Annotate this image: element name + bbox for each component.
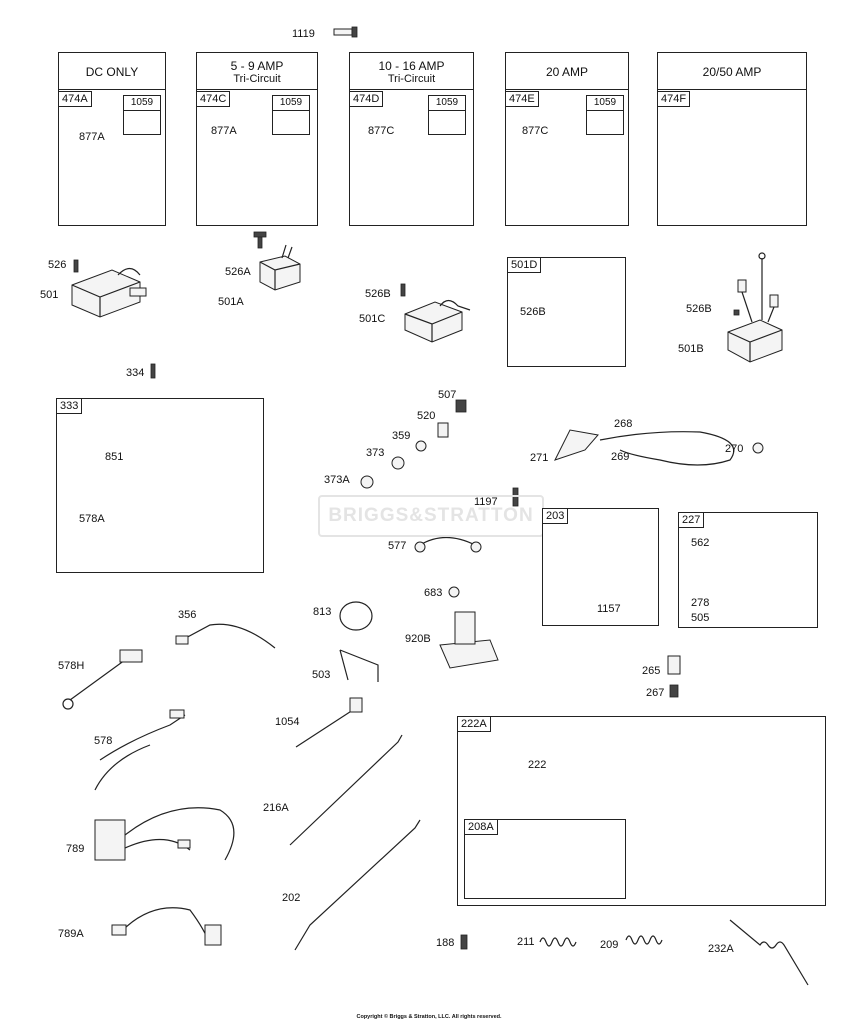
panel-208A-tag: 208A — [464, 819, 498, 835]
regulator-501-drawing — [71, 259, 147, 318]
part-label-578: 578 — [94, 735, 113, 747]
part-label-1054: 1054 — [275, 716, 300, 728]
part-label-877A: 877A — [211, 125, 237, 137]
part-label-373: 373 — [366, 447, 385, 459]
part-label-356: 356 — [178, 609, 197, 621]
springs-drawing — [460, 919, 809, 986]
brand-watermark: BRIGGS&STRATTON — [318, 495, 544, 537]
panel-474C: 5 - 9 AMP Tri-Circuit 474C 1059 877A — [196, 52, 318, 226]
part-label-278: 278 — [691, 597, 710, 609]
part-label-270: 270 — [725, 443, 744, 455]
fastener-box-474A: 1059 — [123, 95, 161, 135]
panel-227: 227 562 278 505 — [678, 512, 818, 628]
part-label-1119: 1119 — [292, 28, 315, 40]
part-label-526B: 526B — [365, 288, 391, 300]
part-label-813: 813 — [313, 606, 332, 618]
harness-left-drawing — [62, 623, 276, 946]
part-label-851: 851 — [105, 451, 124, 463]
panel-222A: 222A 222 208A — [457, 716, 826, 906]
part-label-789: 789 — [66, 843, 85, 855]
part-label-202: 202 — [282, 892, 301, 904]
panel-474F-title: 20/50 AMP — [658, 53, 806, 90]
screw-1119-drawing — [333, 26, 358, 38]
part-label-265: 265 — [642, 665, 661, 677]
throttle-cable-drawing — [554, 429, 764, 466]
part-label-232A: 232A — [708, 943, 734, 955]
panel-474F: 20/50 AMP 474F — [657, 52, 807, 226]
panel-474D-title: 10 - 16 AMP Tri-Circuit — [350, 53, 473, 90]
panel-474A-title: DC ONLY — [59, 53, 165, 90]
part-label-683: 683 — [424, 587, 443, 599]
panel-474E: 20 AMP 474E 1059 877C — [505, 52, 629, 226]
part-label-188: 188 — [436, 937, 455, 949]
panel-474C-tag: 474C — [196, 91, 231, 107]
panel-501D: 501D 526B — [507, 257, 626, 367]
panel-208A: 208A — [464, 819, 626, 899]
panel-474E-title: 20 AMP — [506, 53, 628, 90]
part-label-211: 211 — [517, 936, 535, 948]
part-label-920B: 920B — [405, 633, 431, 645]
part-label-877A: 877A — [79, 131, 105, 143]
fastener-box-474E: 1059 — [586, 95, 624, 135]
part-label-501B: 501B — [678, 343, 704, 355]
rods-drawing — [289, 649, 421, 951]
part-label-505: 505 — [691, 612, 710, 624]
panel-333-tag: 333 — [56, 398, 83, 414]
part-label-877C: 877C — [522, 125, 549, 137]
part-label-526B: 526B — [686, 303, 712, 315]
part-label-577: 577 — [388, 540, 407, 552]
fastener-box-474D: 1059 — [428, 95, 466, 135]
part-label-501: 501 — [40, 289, 59, 301]
part-label-501C: 501C — [359, 313, 386, 325]
part-label-877C: 877C — [368, 125, 395, 137]
part-label-562: 562 — [691, 537, 710, 549]
part-label-373A: 373A — [324, 474, 350, 486]
part-label-503: 503 — [312, 669, 331, 681]
part-265-drawing — [667, 655, 681, 675]
part-label-268: 268 — [614, 418, 633, 430]
part-label-334: 334 — [126, 367, 145, 379]
copyright-notice: Copyright © Briggs & Stratton, LLC. All … — [356, 1014, 502, 1020]
regulator-501A-drawing — [253, 231, 301, 291]
part-label-209: 209 — [600, 939, 619, 951]
part-label-507: 507 — [438, 389, 457, 401]
panel-474A-tag: 474A — [58, 91, 92, 107]
panel-474D-tag: 474D — [349, 91, 384, 107]
part-label-271: 271 — [530, 452, 549, 464]
panel-501D-tag: 501D — [507, 257, 542, 273]
part-label-578H: 578H — [58, 660, 85, 672]
panel-203-tag: 203 — [542, 508, 569, 524]
panel-474F-tag: 474F — [657, 91, 691, 107]
part-label-269: 269 — [611, 451, 630, 463]
screw-334-drawing — [150, 363, 156, 379]
panel-203: 203 1157 — [542, 508, 659, 626]
part-label-789A: 789A — [58, 928, 84, 940]
panel-222A-tag: 222A — [457, 716, 491, 732]
panel-474A: DC ONLY 474A 1059 877A — [58, 52, 166, 226]
panel-474E-tag: 474E — [505, 91, 539, 107]
regulator-501C-drawing — [400, 283, 471, 343]
panel-227-tag: 227 — [678, 512, 705, 528]
part-label-526B: 526B — [520, 306, 546, 318]
hardware-center-drawing — [360, 399, 519, 553]
panel-474D: 10 - 16 AMP Tri-Circuit 474D 1059 877C — [349, 52, 474, 226]
part-label-578A: 578A — [79, 513, 105, 525]
fastener-box-474C: 1059 — [272, 95, 310, 135]
panel-333: 333 851 578A — [56, 398, 264, 573]
part-label-526: 526 — [48, 259, 67, 271]
part-label-216A: 216A — [263, 802, 289, 814]
regulator-501B-drawing — [727, 252, 783, 363]
part-label-520: 520 — [417, 410, 436, 422]
part-label-1157: 1157 — [597, 603, 621, 615]
panel-474C-title: 5 - 9 AMP Tri-Circuit — [197, 53, 317, 90]
part-label-222: 222 — [528, 759, 547, 771]
part-label-501A: 501A — [218, 296, 244, 308]
part-label-267: 267 — [646, 687, 665, 699]
clamp-solenoid-drawing — [339, 586, 499, 669]
part-267-drawing — [669, 684, 679, 698]
part-label-1197: 1197 — [474, 496, 498, 508]
part-label-359: 359 — [392, 430, 411, 442]
part-label-526A: 526A — [225, 266, 251, 278]
